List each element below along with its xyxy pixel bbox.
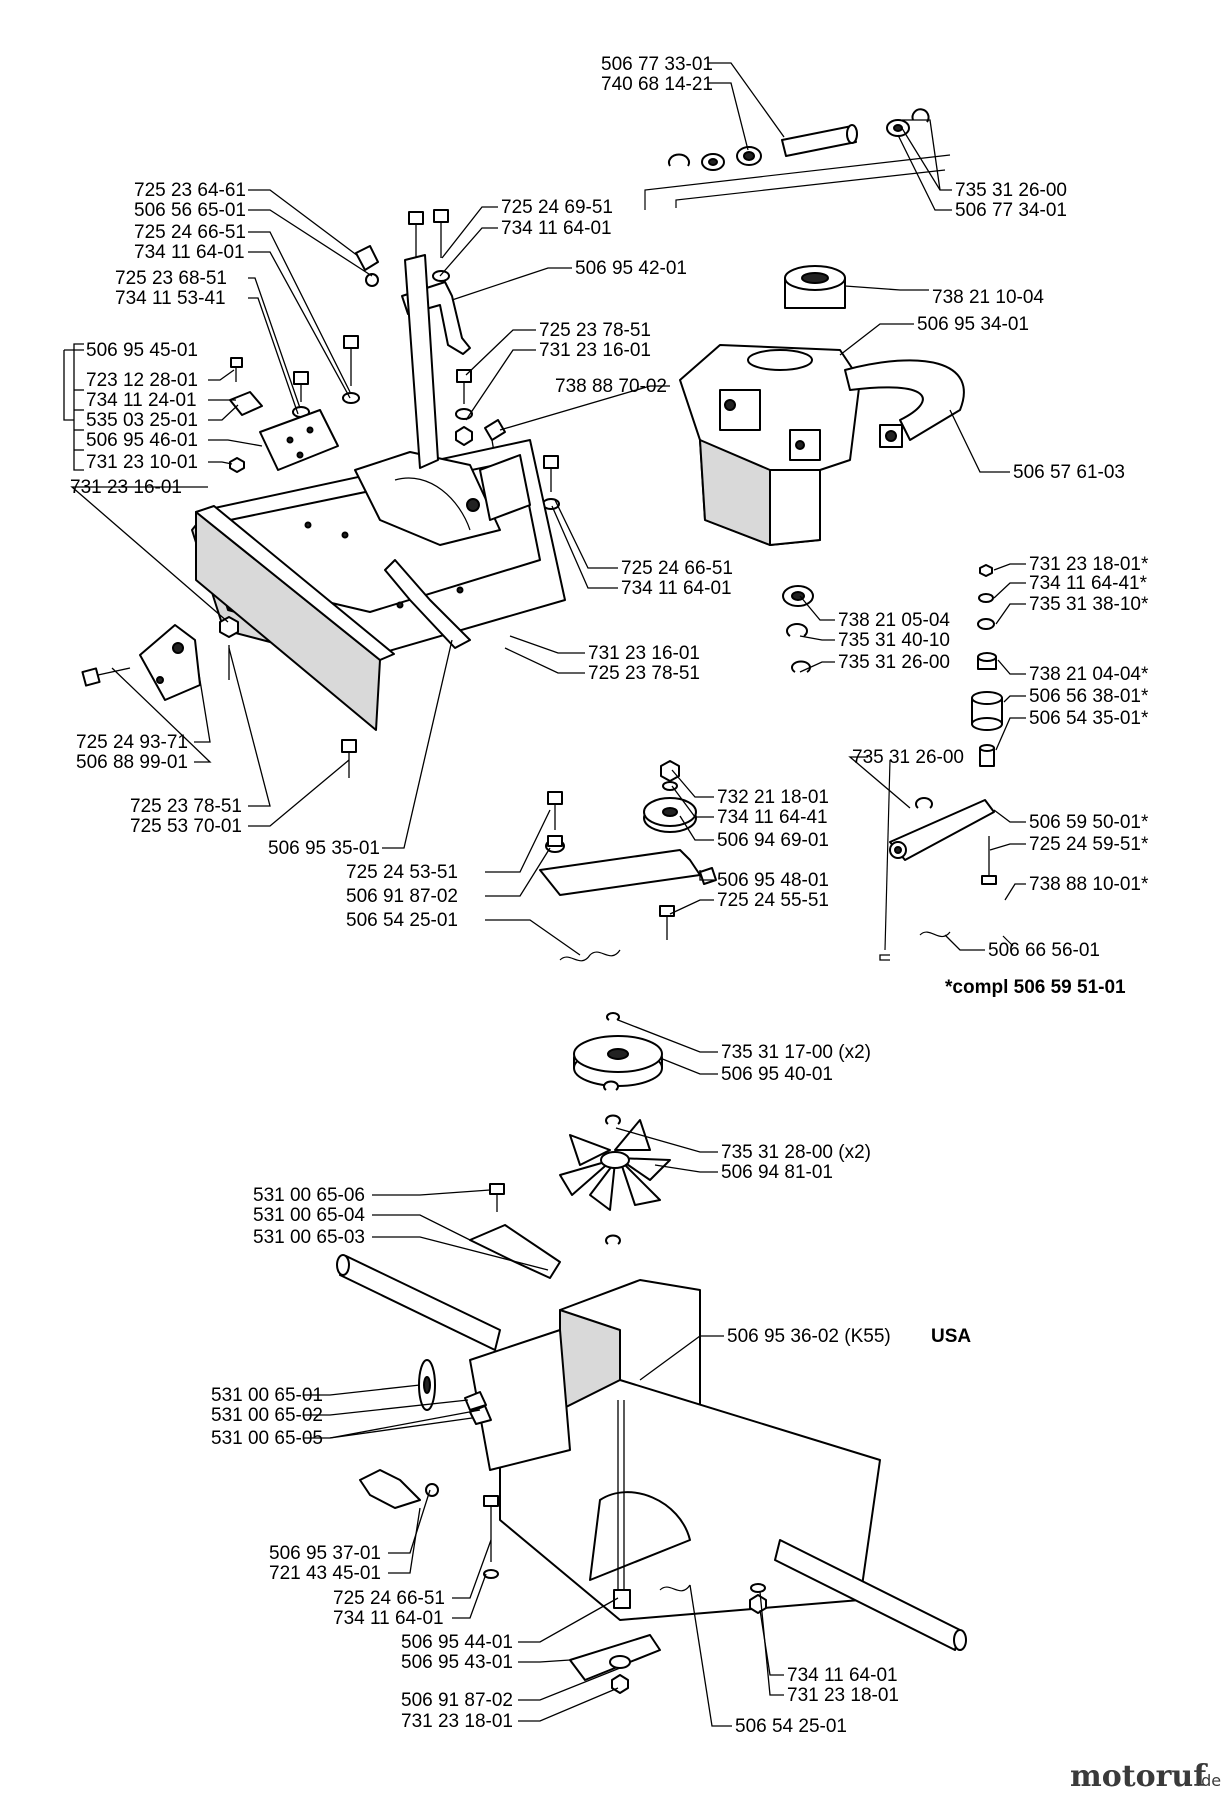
label-506-95-43-01: 506 95 43-01 [401, 1652, 513, 1673]
upper-bolts [229, 209, 560, 510]
label-734-11-64-01-a: 734 11 64-01 [134, 242, 245, 263]
label-506-95-42-01: 506 95 42-01 [575, 258, 687, 279]
label-723-12-28-01: 723 12 28-01 [86, 370, 198, 391]
label-735-31-26-00-low: 735 31 26-00 [852, 747, 964, 768]
label-725-24-53-51: 725 24 53-51 [346, 862, 458, 883]
part-labels: 506 77 33-01 740 68 14-21 735 31 26-00 5… [70, 54, 1149, 1737]
label-735-31-38-10-star: 735 31 38-10* [1029, 594, 1149, 615]
label-531-00-65-06: 531 00 65-06 [253, 1185, 365, 1206]
label-731-23-10-01: 731 23 10-01 [86, 452, 198, 473]
label-506-95-45-01: 506 95 45-01 [86, 340, 198, 361]
pivot-housing [679, 265, 965, 546]
label-506-94-69-01: 506 94 69-01 [717, 830, 829, 851]
label-506-95-44-01: 506 95 44-01 [401, 1632, 513, 1653]
label-725-24-59-51-star: 725 24 59-51* [1029, 834, 1149, 855]
label-734-11-64-01-c: 734 11 64-01 [621, 578, 732, 599]
idler-assembly [889, 564, 1014, 947]
label-734-11-64-01-d: 734 11 64-01 [333, 1608, 444, 1629]
label-731-23-18-01-star: 731 23 18-01* [1029, 554, 1149, 575]
label-738-21-10-04: 738 21 10-04 [932, 287, 1044, 308]
label-531-00-65-02: 531 00 65-02 [211, 1405, 323, 1426]
label-506-77-33-01: 506 77 33-01 [601, 54, 713, 75]
label-735-31-28-00: 735 31 28-00 (x2) [721, 1142, 871, 1163]
label-735-31-26-00-mid: 735 31 26-00 [838, 652, 950, 673]
label-531-00-65-05: 531 00 65-05 [211, 1428, 323, 1449]
label-506-95-37-01: 506 95 37-01 [269, 1543, 381, 1564]
label-506-59-50-01-star: 506 59 50-01* [1029, 812, 1149, 833]
label-506-66-56-01: 506 66 56-01 [988, 940, 1100, 961]
leader-lines [63, 62, 1026, 1727]
label-725-53-70-01: 725 53 70-01 [130, 816, 242, 837]
label-506-91-87-02-a: 506 91 87-02 [346, 886, 458, 907]
label-731-23-18-01-b: 731 23 18-01 [401, 1711, 513, 1732]
label-506-95-48-01: 506 95 48-01 [717, 870, 829, 891]
label-738-88-70-02: 738 88 70-02 [555, 376, 667, 397]
label-506-95-35-01: 506 95 35-01 [268, 838, 380, 859]
label-725-23-68-51: 725 23 68-51 [115, 268, 227, 289]
label-734-11-53-41: 734 11 53-41 [115, 288, 226, 309]
label-725-23-78-51-c: 725 23 78-51 [130, 796, 242, 817]
label-740-68-14-21: 740 68 14-21 [601, 74, 713, 95]
compl-note: *compl 506 59 51-01 [945, 977, 1126, 998]
left-mount-bracket [81, 616, 357, 778]
label-735-31-40-10: 735 31 40-10 [838, 630, 950, 651]
label-506-95-46-01: 506 95 46-01 [86, 430, 198, 451]
watermark: motoruf .de [1070, 1759, 1221, 1794]
label-734-11-64-01-e: 734 11 64-01 [787, 1665, 898, 1686]
label-506-95-34-01: 506 95 34-01 [917, 314, 1029, 335]
label-735-31-26-00-top: 735 31 26-00 [955, 180, 1067, 201]
part-drawings [81, 108, 1014, 1694]
label-506-54-25-01-b: 506 54 25-01 [735, 1716, 847, 1737]
label-725-24-66-51-c: 725 24 66-51 [333, 1588, 445, 1609]
label-731-23-18-01-a: 731 23 18-01 [787, 1685, 899, 1706]
label-506-94-81-01: 506 94 81-01 [721, 1162, 833, 1183]
label-506-77-34-01: 506 77 34-01 [955, 200, 1067, 221]
front-axle-frame [191, 254, 566, 731]
pulley-fan-group [559, 1012, 671, 1245]
watermark-suffix: .de [1196, 1771, 1221, 1790]
label-506-57-61-03: 506 57 61-03 [1013, 462, 1125, 483]
label-721-43-45-01: 721 43 45-01 [269, 1563, 381, 1584]
transmission [336, 1183, 967, 1694]
label-506-54-35-01-star: 506 54 35-01* [1029, 708, 1149, 729]
usa-tag: USA [931, 1326, 971, 1347]
label-506-91-87-02-b: 506 91 87-02 [401, 1690, 513, 1711]
label-725-23-78-51-b: 725 23 78-51 [588, 663, 700, 684]
label-738-88-10-01-star: 738 88 10-01* [1029, 874, 1149, 895]
label-725-24-69-51: 725 24 69-51 [501, 197, 613, 218]
label-725-24-66-51-a: 725 24 66-51 [134, 222, 246, 243]
label-734-11-24-01: 734 11 24-01 [86, 390, 197, 411]
label-738-21-05-04: 738 21 05-04 [838, 610, 950, 631]
label-506-88-99-01: 506 88 99-01 [76, 752, 188, 773]
lower-bearings [782, 585, 814, 673]
label-731-23-16-01-a: 731 23 16-01 [539, 340, 651, 361]
label-725-23-78-51-a: 725 23 78-51 [539, 320, 651, 341]
label-732-21-18-01: 732 21 18-01 [717, 787, 829, 808]
label-506-56-38-01-star: 506 56 38-01* [1029, 686, 1149, 707]
label-725-24-93-71: 725 24 93-71 [76, 732, 188, 753]
label-734-11-64-41-star: 734 11 64-41* [1029, 573, 1148, 594]
label-734-11-64-41: 734 11 64-41 [717, 807, 828, 828]
label-531-00-65-03: 531 00 65-03 [253, 1227, 365, 1248]
label-531-00-65-04: 531 00 65-04 [253, 1205, 365, 1226]
label-731-23-16-01-b: 731 23 16-01 [70, 477, 182, 498]
label-506-54-25-01-a: 506 54 25-01 [346, 910, 458, 931]
label-531-00-65-01: 531 00 65-01 [211, 1385, 323, 1406]
label-738-21-04-04-star: 738 21 04-04* [1029, 664, 1149, 685]
label-731-23-16-01-c: 731 23 16-01 [588, 643, 700, 664]
label-506-95-36-02: 506 95 36-02 (K55) [727, 1326, 891, 1347]
label-506-56-65-01: 506 56 65-01 [134, 200, 246, 221]
label-725-23-64-61: 725 23 64-61 [134, 180, 246, 201]
label-725-24-66-51-b: 725 24 66-51 [621, 558, 733, 579]
label-734-11-64-01-b: 734 11 64-01 [501, 218, 612, 239]
label-506-95-40-01: 506 95 40-01 [721, 1064, 833, 1085]
label-735-31-17-00: 735 31 17-00 (x2) [721, 1042, 871, 1063]
top-shaft-assembly [644, 108, 951, 210]
label-725-24-55-51: 725 24 55-51 [717, 890, 829, 911]
label-535-03-25-01: 535 03 25-01 [86, 410, 198, 431]
watermark-brand: motoruf [1070, 1759, 1208, 1794]
